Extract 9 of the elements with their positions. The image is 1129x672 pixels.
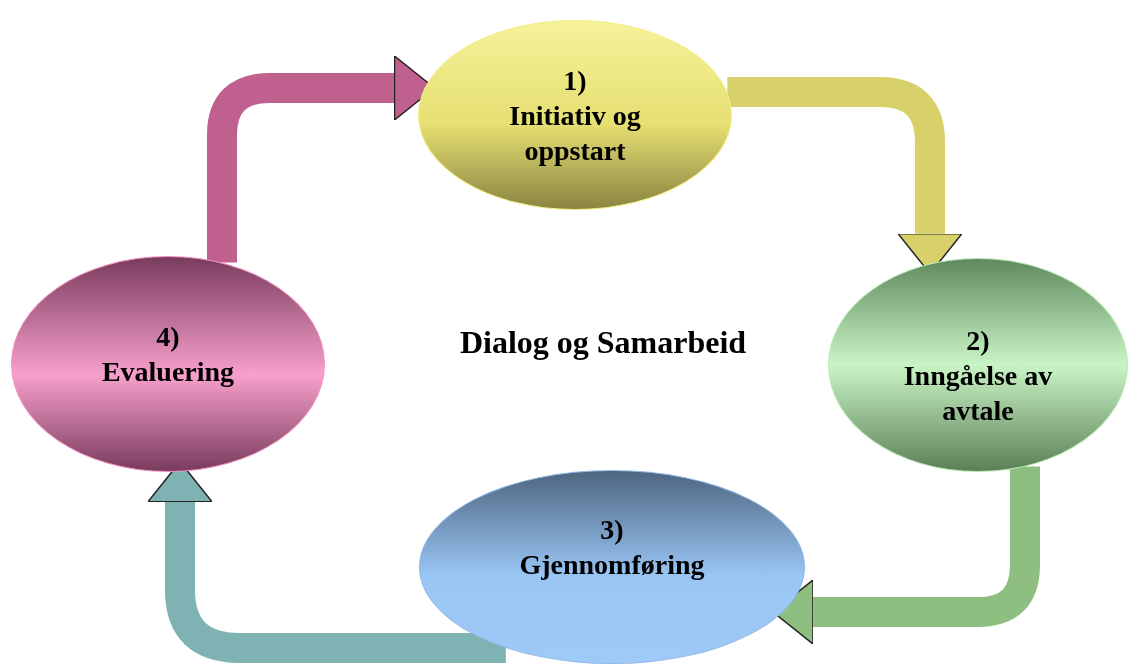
step-title: Inngåelse av avtale <box>902 358 1054 428</box>
step-number: 3) <box>600 513 624 547</box>
center-title: Dialog og Samarbeid <box>459 323 747 361</box>
step-number: 2) <box>966 323 990 358</box>
step-title: Gjennomføring <box>519 548 705 582</box>
step-number: 4) <box>156 320 180 354</box>
step-number: 1) <box>563 63 587 98</box>
step-title: Evaluering <box>101 355 235 389</box>
step-title: Initiativ og oppstart <box>508 98 642 168</box>
